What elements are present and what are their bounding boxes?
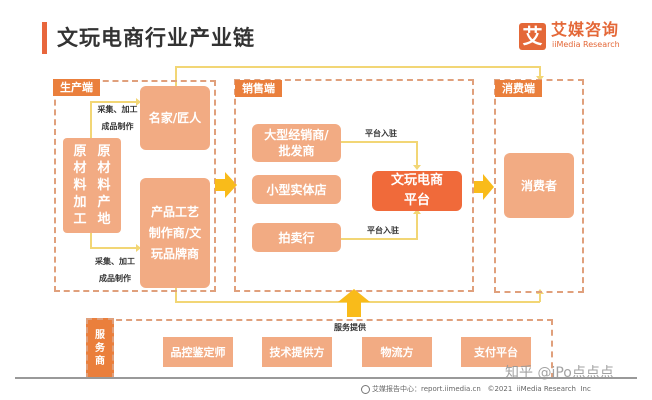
connector-line (539, 290, 541, 302)
masters-node: 名家/匠人 (140, 86, 210, 150)
dealers-line: 批发商 (278, 144, 315, 158)
arrow-head-icon (536, 76, 544, 81)
arrow-head-icon (136, 98, 141, 106)
service-item-payment: 支付平台 (461, 337, 531, 367)
sales-tag: 销售端 (235, 80, 282, 97)
process-note-top: 采集、加工 成品制作 (95, 104, 140, 133)
footer-divider (15, 377, 637, 379)
logo-name-cn: 艾媒咨询 (551, 20, 620, 39)
arrow-head-icon (413, 209, 421, 214)
process-note-bottom: 采集、加工 成品制作 (90, 256, 140, 285)
service-tag-char: 务 (95, 343, 105, 354)
note-line: 采集、加工 (95, 257, 135, 266)
dealers-node: 大型经销商/ 批发商 (252, 124, 341, 162)
service-item-logistics: 物流方 (362, 337, 432, 367)
auction-node: 拍卖行 (252, 223, 341, 252)
raw-material-origin: 原材料产地 (97, 144, 111, 227)
footer-source: 艾媒报告中心：report.iimedia.cn ©2021 iiMedia R… (361, 384, 591, 394)
connector-line (539, 66, 541, 79)
production-tag: 生产端 (53, 79, 100, 96)
watermark: 知乎 @iPo点点点 (505, 365, 614, 381)
platform-node: 文玩电商 平台 (372, 171, 462, 211)
connector-line (416, 212, 418, 240)
raw-material-processing: 原材料加工 (73, 144, 87, 227)
makers-line: 玩品牌商 (150, 246, 199, 261)
service-tag: 服 务 商 (86, 318, 114, 379)
connector-line (416, 141, 418, 166)
logo-icon: 艾 (519, 23, 546, 50)
flow-arrow-icon (474, 174, 494, 200)
note-line: 采集、加工 (97, 105, 138, 114)
connector-line (175, 66, 177, 88)
connector-line (90, 101, 92, 139)
service-arrow-icon (338, 289, 370, 317)
connector-line (341, 238, 418, 240)
arrow-head-icon (413, 165, 421, 170)
connector-line (90, 247, 138, 249)
connector-line (90, 233, 92, 248)
connector-line (341, 141, 418, 143)
flow-arrow-icon (215, 172, 237, 198)
platform-line: 平台 (403, 193, 430, 208)
note-line: 成品制作 (101, 122, 134, 131)
service-tag-char: 商 (95, 356, 105, 367)
connector-line (175, 66, 540, 68)
consumer-node: 消费者 (504, 153, 574, 218)
title-accent-bar (42, 22, 47, 54)
join-platform-note-top: 平台入驻 (365, 129, 397, 138)
platform-line: 文玩电商 (390, 173, 443, 188)
page-title: 文玩电商行业产业链 (57, 26, 255, 50)
makers-line: 产品工艺 (150, 204, 199, 219)
join-platform-note-bottom: 平台入驻 (367, 226, 399, 235)
note-line: 成品制作 (99, 274, 131, 283)
raw-material-node: 原材料加工 原材料产地 (63, 138, 121, 233)
small-store-node: 小型实体店 (252, 175, 341, 204)
service-tag-char: 服 (95, 330, 105, 341)
dealers-line: 大型经销商/ (264, 128, 329, 142)
makers-node: 产品工艺 制作商/文 玩品牌商 (140, 178, 210, 288)
makers-line: 制作商/文 (148, 225, 202, 240)
source-icon (361, 384, 370, 394)
service-provide-label: 服务提供 (334, 323, 366, 332)
service-item-tech-provider: 技术提供方 (262, 337, 332, 367)
logo-name-en: iiMedia Research (552, 40, 620, 49)
connector-line (90, 101, 138, 103)
footer-source-text: 艾媒报告中心：report.iimedia.cn ©2021 iiMedia R… (372, 385, 591, 393)
consumer-tag: 消费端 (495, 80, 542, 97)
connector-line (175, 288, 177, 302)
arrow-head-icon (136, 244, 141, 252)
service-item-quality-appraiser: 品控鉴定师 (163, 337, 233, 367)
